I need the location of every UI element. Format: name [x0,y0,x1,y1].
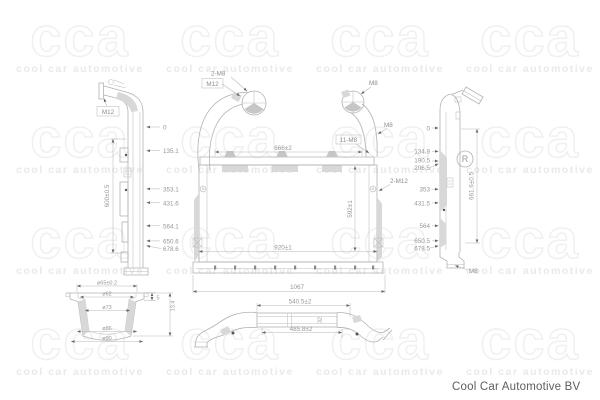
label-m8: M8 [369,80,378,87]
dim-dia-86: ø86 [102,326,111,332]
watermark-instance [465,105,595,177]
dim-overall-width: 1067 [290,284,305,291]
mount-hole-left [199,185,207,193]
watermark-instance [465,307,595,379]
dim-depth-134: 13.4 [171,301,177,312]
watermark-instance [465,4,595,76]
height-dim-600: 600±0.5 [104,184,111,207]
ordinate-0: 0 [426,126,430,133]
ordinate-0: 0 [163,125,167,132]
mount-hole-right [369,185,377,193]
tank-bolt-marks [214,265,375,270]
ordinate-value: 431.5 [414,201,430,208]
dim-lower-485: 485.8±2 [290,326,313,333]
ordinate-value: 678.5 [414,246,430,253]
front-view-labels: 2-M8 M12 M8 11-M8 2-M12 [201,71,408,192]
dim-upper-540: 540.5±2 [289,299,312,306]
dim-dia-90: ø90 [102,336,111,342]
bottom-view: 32 540.5±2 485.8±2 [194,299,393,348]
left-view-ordinate-dims: 0 135.1 353.1 431.6 564.1 650.6 678.6 [146,125,179,253]
left-view-height-dim: 600±0.5 [104,138,126,254]
dim-dia-62: ø62 [102,291,111,297]
ordinate-value: 353 [419,187,430,194]
part-stamp [446,177,454,188]
detail-view: ø65±0.2 ø62 ø73 ø86 ø90 5 13.4 [65,280,177,343]
dim-core-width: 920±1 [274,245,292,252]
left-view-m12-label: M12 [96,98,120,117]
part-stamp [123,167,132,178]
right-view-body: R [439,86,484,269]
ordinate-value: 678.6 [163,246,179,253]
front-view: 2-M8 M12 M8 11-M8 2-M12 666±2 592±1 920±… [192,71,408,294]
watermark-instance [15,307,145,379]
watermark-instance [15,4,145,76]
label-2-m12: 2-M12 [390,178,408,185]
ordinate-value: 564.1 [163,224,179,231]
ordinate-value: 190.5 [414,158,430,165]
bottom-view-dims: 540.5±2 485.8±2 [256,299,351,338]
bottom-view-left-hose [194,311,258,348]
dim-top-width: 666±2 [274,145,292,152]
registered-mark: R [456,150,474,168]
bracket-right [373,237,384,248]
watermark-instance [465,206,595,278]
bracket-left [192,237,203,248]
label-2-m8: 2-M8 [211,71,226,78]
watermark-instance [315,307,445,379]
detail-profile [65,292,149,341]
ordinate-value: 134.9 [414,149,430,156]
dim-dia-73: ø73 [102,305,111,311]
right-view-height-dim: 661.6±0.5 [461,128,480,244]
label-m8-bottom: M8 [469,268,478,275]
ordinate-value: 431.6 [163,201,179,208]
label-m12: M12 [206,81,219,88]
watermark-instance [165,4,295,76]
dim-core-height: 592±1 [347,200,354,218]
watermark-instance [165,307,295,379]
left-view-body [98,79,149,276]
bottom-view-right-hose [336,312,393,343]
bottom-view-core: 32 [256,312,338,328]
label-m8-top: M8 [384,122,393,129]
ordinate-value: 650.5 [414,238,430,245]
right-side-view: R 0 134.9 190.5 206.5 353 431.5 564 650.… [377,86,484,275]
watermark-instance [315,4,445,76]
company-title: Cool Car Automotive BV [452,381,581,393]
ordinate-value: 135.1 [163,148,179,155]
ordinate-value: 564 [419,223,430,230]
front-view-dims: 666±2 592±1 920±1 1067 [192,145,386,294]
dim-thickness: 32 [318,317,324,323]
right-view-ordinate-dims: 0 134.9 190.5 206.5 353 431.5 564 650.5 … [414,126,439,253]
dim-dia-65: ø65±0.2 [97,280,117,286]
front-view-right-hose [341,89,378,158]
ordinate-value: 650.6 [163,239,179,246]
watermark-layer [15,4,595,379]
dim-lip-5: 5 [157,296,160,302]
thread-label-m12: M12 [102,109,115,116]
right-view-labels: M8 M8 [377,122,478,275]
ordinate-value: 353.1 [163,187,179,194]
watermark-instance [15,105,145,177]
ordinate-value: 206.5 [414,165,430,172]
label-11-m8: 11-M8 [340,137,358,144]
height-dim-661: 661.6±0.5 [469,172,476,200]
detail-diameter-dims: ø65±0.2 ø62 ø73 ø86 ø90 [71,280,143,343]
detail-depth-dims: 5 13.4 [133,292,177,337]
r-symbol: R [462,154,469,164]
left-side-view: M12 0 135.1 353.1 431.6 564.1 650.6 678.… [96,79,179,276]
